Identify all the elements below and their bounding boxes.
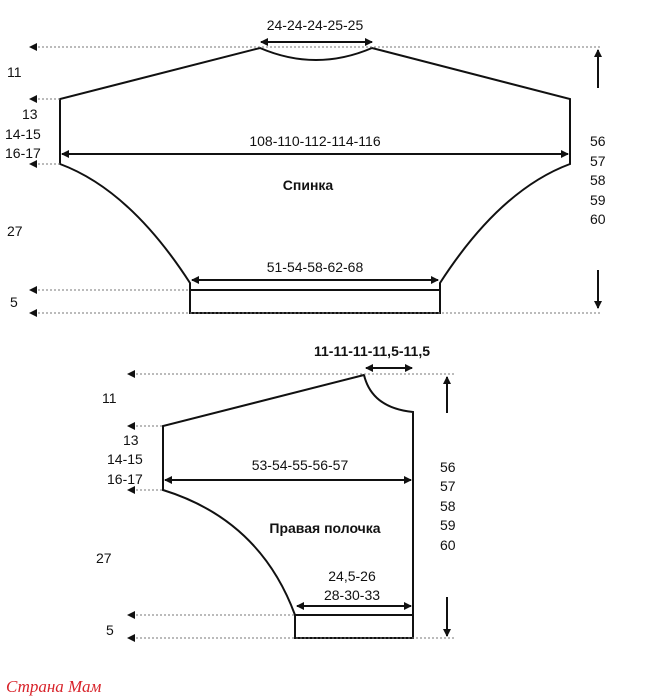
front-piece: 11-11-11-11,5-11,5 53-54-55-56-57 24,5-2… <box>96 343 456 642</box>
back-title: Спинка <box>283 177 334 193</box>
front-height-label: 14-15 <box>107 451 143 467</box>
back-height-label: 11 <box>7 64 22 80</box>
front-outline <box>162 373 414 639</box>
back-length-label: 60 <box>590 211 606 227</box>
front-length-label: 57 <box>440 478 456 494</box>
back-height-label: 13 <box>22 106 38 122</box>
back-height-label: 16-17 <box>5 145 41 161</box>
front-chest-width: 53-54-55-56-57 <box>252 457 349 473</box>
back-length-label: 56 <box>590 133 606 149</box>
back-dim-lines <box>29 43 600 317</box>
front-height-label: 13 <box>123 432 139 448</box>
back-height-label: 27 <box>7 223 23 239</box>
front-length-label: 56 <box>440 459 456 475</box>
front-height-label: 5 <box>106 622 114 638</box>
watermark: Страна Мам <box>6 677 101 696</box>
back-length-label: 59 <box>590 192 606 208</box>
back-neck-width: 24-24-24-25-25 <box>267 17 364 33</box>
front-hem-width-2: 28-30-33 <box>324 587 380 603</box>
front-title: Правая полочка <box>269 520 380 536</box>
back-piece: 24-24-24-25-25 108-110-112-114-116 51-54… <box>5 17 606 317</box>
front-length-label: 60 <box>440 537 456 553</box>
front-dim-lines <box>127 370 455 642</box>
front-height-label: 16-17 <box>107 471 143 487</box>
front-height-label: 27 <box>96 550 112 566</box>
back-height-label: 14-15 <box>5 126 41 142</box>
back-chest-width: 108-110-112-114-116 <box>249 133 380 149</box>
front-neck-width: 11-11-11-11,5-11,5 <box>314 343 430 359</box>
front-length-label: 58 <box>440 498 456 514</box>
front-hem-width-1: 24,5-26 <box>328 568 376 584</box>
back-height-label: 5 <box>10 294 18 310</box>
front-height-label: 11 <box>102 390 117 406</box>
back-hem-width: 51-54-58-62-68 <box>267 259 364 275</box>
back-outline <box>59 46 571 314</box>
front-length-label: 59 <box>440 517 456 533</box>
back-length-label: 58 <box>590 172 606 188</box>
back-length-label: 57 <box>590 153 606 169</box>
